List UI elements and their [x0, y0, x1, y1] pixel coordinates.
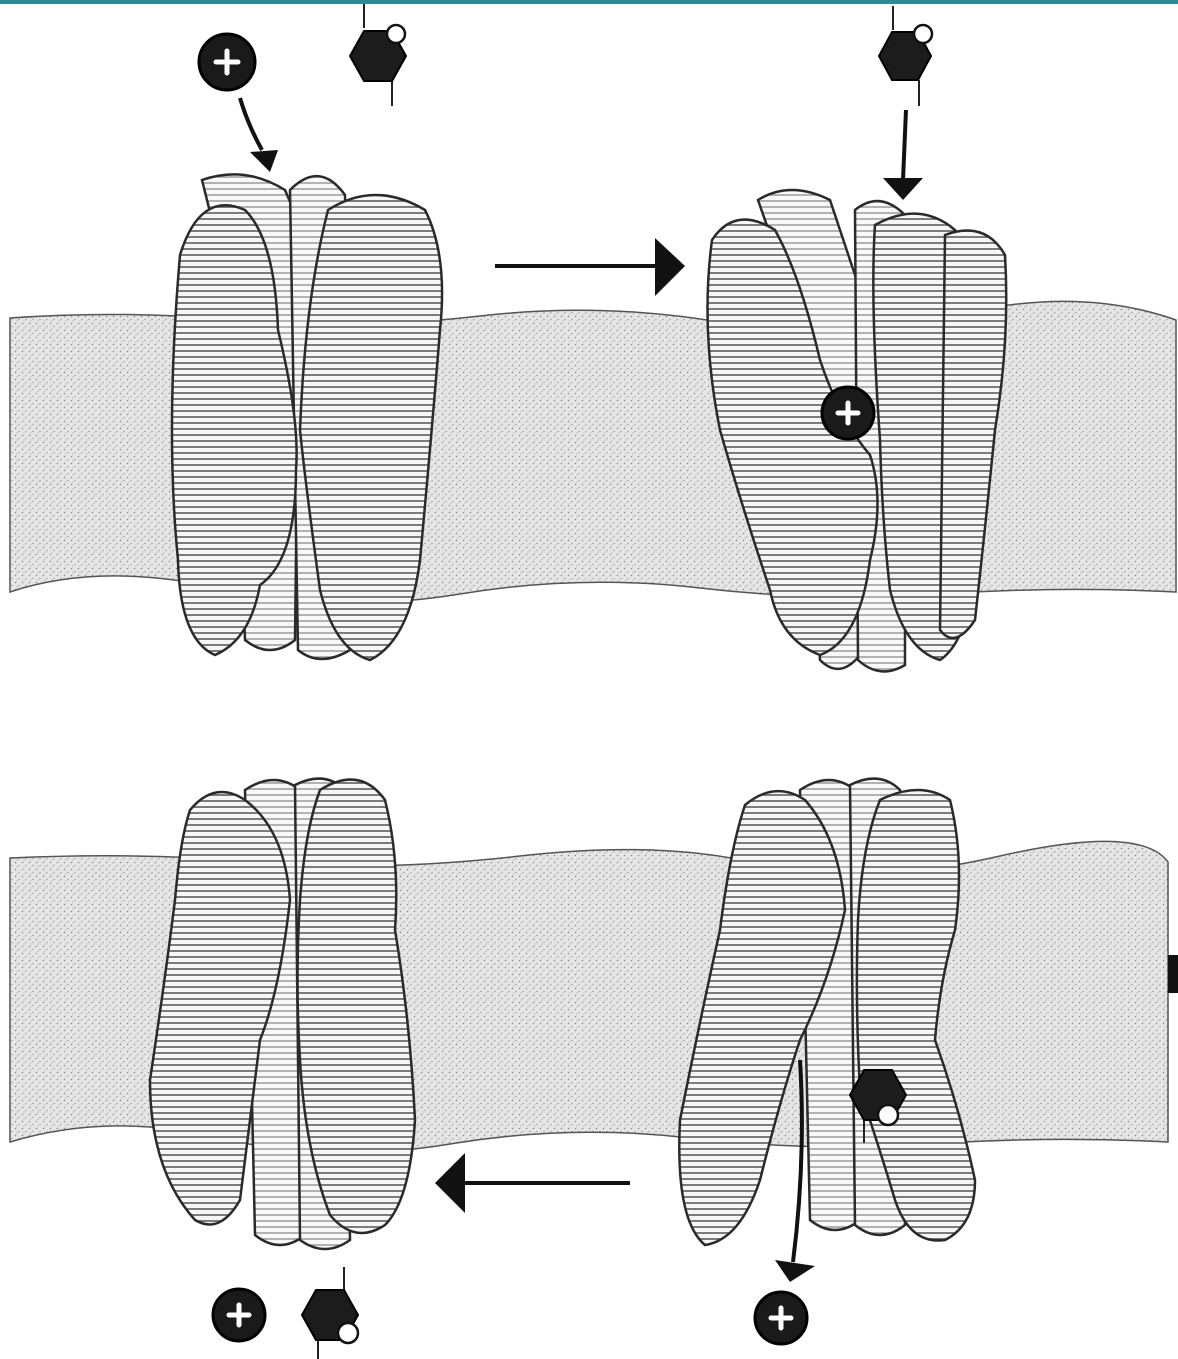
cation-icon	[822, 387, 874, 439]
cation-icon	[213, 1289, 265, 1341]
edge-mark	[1168, 955, 1178, 993]
sugar-icon	[350, 4, 406, 106]
ion-entry-arrow	[240, 98, 278, 172]
transporter-protein-panel-1	[172, 174, 442, 660]
cation-icon	[755, 1292, 807, 1344]
transporter-protein-panel-3	[150, 779, 415, 1249]
cation-icon	[199, 34, 255, 90]
step-1-arrow	[495, 238, 685, 296]
sugar-icon	[302, 1267, 358, 1359]
step-3-arrow	[435, 1153, 630, 1213]
transporter-protein-panel-4	[679, 779, 975, 1245]
sugar-entry-arrow	[883, 110, 923, 200]
sugar-icon	[879, 6, 932, 106]
